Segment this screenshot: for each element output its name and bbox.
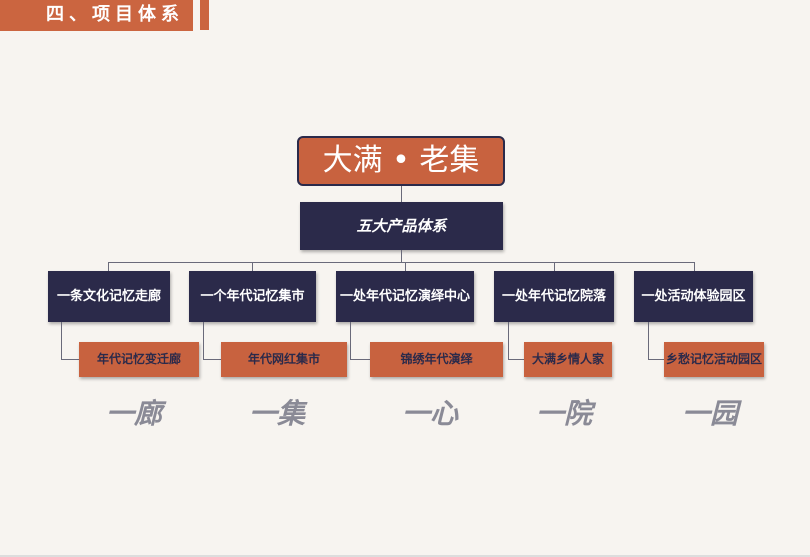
connector bbox=[401, 186, 402, 202]
sub-item-box: 年代记忆变迁廊 bbox=[79, 342, 199, 377]
connector bbox=[350, 359, 370, 360]
sub-item-box: 大满乡情人家 bbox=[524, 342, 612, 377]
connector bbox=[508, 359, 524, 360]
sub-item-box: 乡愁记忆活动园区 bbox=[664, 342, 764, 377]
header-accent-bar bbox=[200, 0, 209, 30]
branch-box: 一条文化记忆走廊 bbox=[48, 271, 170, 322]
connector bbox=[61, 359, 79, 360]
calligraphy-label: 一廊 bbox=[106, 397, 163, 430]
subtitle-box: 五大产品体系 bbox=[300, 202, 503, 250]
connector bbox=[252, 262, 253, 271]
connector bbox=[401, 250, 402, 262]
connector bbox=[648, 359, 664, 360]
sub-item-box: 锦绣年代演绎 bbox=[370, 342, 503, 377]
calligraphy-label: 一心 bbox=[402, 397, 459, 430]
calligraphy-label: 一园 bbox=[682, 397, 739, 430]
connector bbox=[203, 359, 221, 360]
root-title-box: 大满 • 老集 bbox=[297, 136, 505, 186]
connector bbox=[203, 322, 204, 360]
connector bbox=[108, 262, 109, 271]
connector bbox=[694, 262, 695, 271]
sub-item-box: 年代网红集市 bbox=[221, 342, 347, 377]
branch-box: 一处年代记忆演绎中心 bbox=[336, 271, 474, 322]
connector bbox=[554, 262, 555, 271]
connector bbox=[508, 322, 509, 360]
connector bbox=[648, 322, 649, 360]
calligraphy-label: 一院 bbox=[536, 397, 593, 430]
branch-box: 一处活动体验园区 bbox=[634, 271, 753, 322]
connector bbox=[350, 322, 351, 360]
branch-box: 一个年代记忆集市 bbox=[189, 271, 316, 322]
section-header: 四、项目体系 bbox=[0, 0, 193, 31]
connector bbox=[405, 262, 406, 271]
connector bbox=[61, 322, 62, 360]
connector bbox=[108, 262, 694, 263]
calligraphy-label: 一集 bbox=[249, 397, 306, 430]
branch-box: 一处年代记忆院落 bbox=[494, 271, 614, 322]
bottom-divider bbox=[0, 555, 810, 557]
